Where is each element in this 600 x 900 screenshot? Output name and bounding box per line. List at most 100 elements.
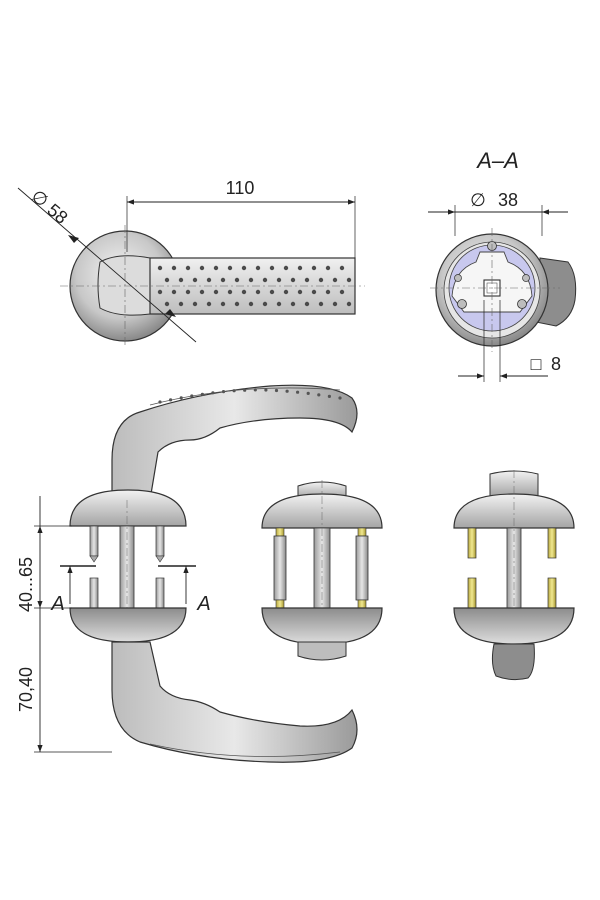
- lever-dot: [171, 265, 177, 271]
- handle-dot: [306, 391, 310, 395]
- handle-dot: [190, 394, 194, 398]
- handle-dot: [158, 400, 162, 404]
- lever-neck: [97, 255, 151, 316]
- dim-label-38: 38: [498, 190, 518, 210]
- handle-dot: [211, 391, 215, 395]
- lever-dot: [297, 289, 303, 295]
- lever-dot: [276, 277, 282, 283]
- lever-dot: [283, 265, 289, 271]
- handle-dot: [253, 388, 257, 392]
- lever-dot: [311, 289, 317, 295]
- lever-dot: [178, 277, 184, 283]
- lever-dot: [248, 301, 254, 307]
- lever-dot: [178, 301, 184, 307]
- lever-dot: [255, 265, 261, 271]
- upper-pin-left: [89, 525, 99, 557]
- handle-dot: [296, 390, 300, 394]
- lower-pin-right: [155, 577, 165, 609]
- lever-dot: [192, 301, 198, 307]
- lever-dot: [199, 289, 205, 295]
- handle-dot: [169, 398, 173, 402]
- lever-dot: [276, 301, 282, 307]
- section-screw-right: [517, 299, 527, 309]
- dim-label-8: 8: [551, 354, 561, 374]
- lever-dot: [164, 277, 170, 283]
- lever-dot: [213, 265, 219, 271]
- dim-line-58: [17, 187, 197, 343]
- lever-dot-pattern: [157, 265, 352, 307]
- dim-symbol-38: ∅: [470, 190, 486, 210]
- lever-dot: [304, 277, 310, 283]
- lever-dot: [185, 289, 191, 295]
- lever-dot: [339, 289, 345, 295]
- lever-dot: [297, 265, 303, 271]
- section-mark-right: A: [196, 593, 210, 615]
- handle-dot: [200, 392, 204, 396]
- lever-dot: [192, 277, 198, 283]
- lever-dot: [164, 301, 170, 307]
- handle-dot: [232, 389, 236, 393]
- lever-dot: [234, 301, 240, 307]
- handle-dot: [338, 396, 342, 400]
- section-mark-left: A: [50, 593, 64, 615]
- lever-dot: [262, 301, 268, 307]
- lever-dot: [346, 301, 352, 307]
- lever-dot: [185, 265, 191, 271]
- middle-sleeve-right: [355, 535, 369, 601]
- handle-dot: [179, 396, 183, 400]
- middle-lower-cap: [261, 607, 383, 645]
- lever-dot: [339, 265, 345, 271]
- middle-sleeve-left: [273, 535, 287, 601]
- lever-dot: [269, 265, 275, 271]
- dim-label-70-40: 70,40: [16, 667, 36, 712]
- middle-assembly: [261, 480, 383, 661]
- lower-pin-left: [89, 577, 99, 609]
- middle-bottom-boss: [297, 641, 347, 661]
- right-brass-pin-upper-left: [467, 527, 477, 559]
- handle-dot: [327, 394, 331, 398]
- right-upper-cap: [453, 493, 575, 529]
- lever-dot: [332, 277, 338, 283]
- left-assembly: A A 40...65 70,40: [16, 384, 358, 763]
- section-screw-left: [457, 299, 467, 309]
- lever-dot: [262, 277, 268, 283]
- lever-dot: [290, 301, 296, 307]
- section-a-a: A–A ∅ 38 □ 8: [428, 148, 577, 382]
- upper-cap: [69, 489, 187, 527]
- lever-dot: [269, 289, 275, 295]
- dim-symbol-8: □: [531, 354, 542, 374]
- upper-pin-right: [155, 525, 165, 557]
- right-lower-neck: [491, 643, 535, 681]
- lever-dot: [325, 265, 331, 271]
- top-view: ∅ 58 110: [17, 178, 365, 345]
- lever-dot: [206, 301, 212, 307]
- lever-dot: [227, 265, 233, 271]
- section-title: A–A: [475, 148, 519, 173]
- handle-dot-pattern: [158, 388, 342, 404]
- right-lower-cap: [453, 607, 575, 645]
- lever-dot: [304, 301, 310, 307]
- lever-dot: [332, 301, 338, 307]
- right-brass-pin-upper-right: [547, 527, 557, 559]
- lever-dot: [234, 277, 240, 283]
- handle-dot: [221, 390, 226, 394]
- lever-dot: [157, 265, 163, 271]
- lever-dot: [206, 277, 212, 283]
- lever-dot: [248, 277, 254, 283]
- right-brass-pin-lower-left: [467, 577, 477, 609]
- lever-dot: [199, 265, 205, 271]
- right-assembly: [453, 470, 575, 681]
- dim-label-110: 110: [226, 178, 255, 198]
- dim-label-40-65: 40...65: [16, 557, 36, 612]
- lever-dot: [213, 289, 219, 295]
- right-top-boss: [489, 470, 539, 497]
- middle-upper-cap: [261, 493, 383, 529]
- handle-dot: [285, 389, 289, 393]
- upper-handle: [111, 384, 358, 501]
- lever-dot: [318, 277, 324, 283]
- lever-dot: [318, 301, 324, 307]
- dim-symbol-58: ∅: [27, 186, 52, 211]
- right-brass-pin-lower-right: [547, 577, 557, 609]
- handle-dot: [243, 388, 247, 392]
